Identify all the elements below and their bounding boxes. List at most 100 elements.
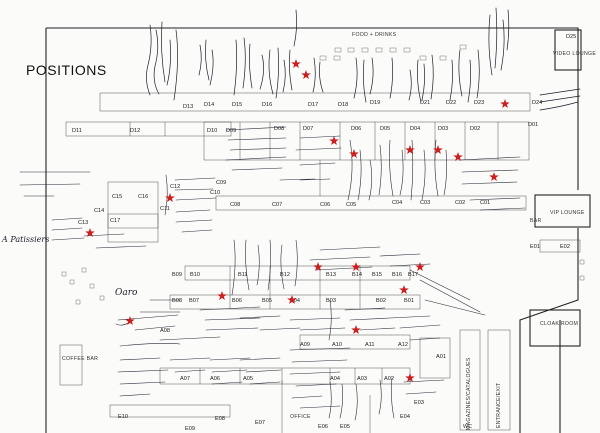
booth-label: B14 bbox=[352, 272, 362, 278]
booth-label: D24 bbox=[532, 100, 542, 106]
booth-label: D10 bbox=[207, 128, 217, 134]
bar-label: BAR bbox=[530, 218, 542, 224]
booth-label: D23 bbox=[474, 100, 484, 106]
booth-label: D14 bbox=[204, 102, 214, 108]
booth-label: E09 bbox=[185, 426, 195, 432]
booth-label: B17 bbox=[408, 272, 418, 278]
booth-label: B03 bbox=[326, 298, 336, 304]
booth-label: C06 bbox=[320, 202, 330, 208]
booth-label: A10 bbox=[332, 342, 342, 348]
booth-label: D04 bbox=[410, 126, 420, 132]
booth-label: C12 bbox=[170, 184, 180, 190]
booth-label: A07 bbox=[180, 376, 190, 382]
red-star-marker bbox=[489, 172, 499, 181]
red-star-marker bbox=[217, 291, 227, 300]
booth-label: D06 bbox=[351, 126, 361, 132]
red-star-marker bbox=[287, 295, 297, 304]
booth-label: C17 bbox=[110, 218, 120, 224]
red-star-marker bbox=[351, 325, 361, 334]
booth-label: D11 bbox=[72, 128, 82, 134]
booth-label: B01 bbox=[404, 298, 414, 304]
booth-label: D13 bbox=[183, 104, 193, 110]
red-star-marker bbox=[415, 262, 425, 271]
booth-label: C08 bbox=[230, 202, 240, 208]
booth-label: D08 bbox=[274, 126, 284, 132]
booth-label: E02 bbox=[560, 244, 570, 250]
booth-label: A03 bbox=[357, 376, 367, 382]
red-star-marker bbox=[399, 285, 409, 294]
booth-label: D02 bbox=[470, 126, 480, 132]
booth-label: D19 bbox=[370, 100, 380, 106]
entrance-label: ENTRANCE/EXIT bbox=[496, 382, 502, 428]
red-star-marker bbox=[125, 316, 135, 325]
red-star-marker bbox=[301, 70, 311, 79]
cloak-room-label: CLOAK ROOM bbox=[540, 321, 578, 327]
red-star-marker bbox=[313, 262, 323, 271]
booth-label: C16 bbox=[138, 194, 148, 200]
booth-label: C13 bbox=[78, 220, 88, 226]
red-star-marker bbox=[165, 193, 175, 202]
booth-label: C09 bbox=[216, 180, 226, 186]
booth-label: D12 bbox=[130, 128, 140, 134]
handwritten-words: A Patissiers Oaro bbox=[1, 235, 138, 298]
booth-label: B08 bbox=[172, 298, 182, 304]
booth-label: C02 bbox=[455, 200, 465, 206]
booth-label: B09 bbox=[172, 272, 182, 278]
booth-label: D21 bbox=[420, 100, 430, 106]
seating-marks bbox=[61, 44, 585, 305]
booth-label: D15 bbox=[232, 102, 242, 108]
booth-label: B15 bbox=[372, 272, 382, 278]
red-star-marker bbox=[433, 145, 443, 154]
left-note: A Patissiers bbox=[1, 235, 49, 244]
booth-label: E08 bbox=[215, 416, 225, 422]
booth-label: E04 bbox=[400, 414, 410, 420]
red-star-marker bbox=[85, 228, 95, 237]
booth-label: A06 bbox=[210, 376, 220, 382]
food-drinks-label: FOOD + DRINKS bbox=[352, 32, 397, 38]
booth-label: C14 bbox=[94, 208, 104, 214]
booth-label: B13 bbox=[326, 272, 336, 278]
booth-label: C10 bbox=[210, 190, 220, 196]
wc-label: WC bbox=[463, 424, 472, 430]
booth-label: A11 bbox=[365, 342, 375, 348]
booth-label: A09 bbox=[300, 342, 310, 348]
booth-label: A04 bbox=[330, 376, 340, 382]
booth-label: A01 bbox=[436, 354, 446, 360]
booth-label: D25 bbox=[566, 34, 576, 40]
booth-label: E01 bbox=[530, 244, 540, 250]
booth-labels: D25 D11 D12 D13 D14 D15 D16 D17 D18 D19 … bbox=[72, 34, 576, 432]
office-label: OFFICE bbox=[290, 414, 311, 420]
booth-label: C05 bbox=[346, 202, 356, 208]
red-star-marker bbox=[453, 152, 463, 161]
building-walls bbox=[45, 27, 591, 433]
magazines-label: MAGAZINES/CATALOGUES bbox=[466, 357, 472, 430]
red-star-marker bbox=[329, 136, 339, 145]
booth-label: C11 bbox=[160, 206, 170, 212]
red-star-marker bbox=[405, 373, 415, 382]
booth-label: D05 bbox=[380, 126, 390, 132]
booth-label: C01 bbox=[480, 200, 490, 206]
booth-label: B05 bbox=[262, 298, 272, 304]
booth-label: B02 bbox=[376, 298, 386, 304]
booth-label: D16 bbox=[262, 102, 272, 108]
booth-label: E06 bbox=[318, 424, 328, 430]
booth-label: B11 bbox=[238, 272, 248, 278]
booth-label: E03 bbox=[414, 400, 424, 406]
vip-lounge-label: VIP LOUNGE bbox=[550, 210, 585, 216]
red-star-marker bbox=[500, 99, 510, 108]
booth-label: A12 bbox=[398, 342, 408, 348]
booth-label: C04 bbox=[392, 200, 402, 206]
red-star-markers bbox=[85, 59, 510, 382]
handwritten-annotations bbox=[19, 7, 581, 421]
booth-grid bbox=[65, 92, 581, 418]
booth-label: A02 bbox=[384, 376, 394, 382]
booth-label: A05 bbox=[243, 376, 253, 382]
booth-label: B06 bbox=[232, 298, 242, 304]
video-lounge-label: VIDEO LOUNGE bbox=[553, 51, 596, 57]
red-star-marker bbox=[291, 59, 301, 68]
oaro-note: Oaro bbox=[115, 288, 138, 298]
booth-label: B16 bbox=[392, 272, 402, 278]
booth-label: C15 bbox=[112, 194, 122, 200]
